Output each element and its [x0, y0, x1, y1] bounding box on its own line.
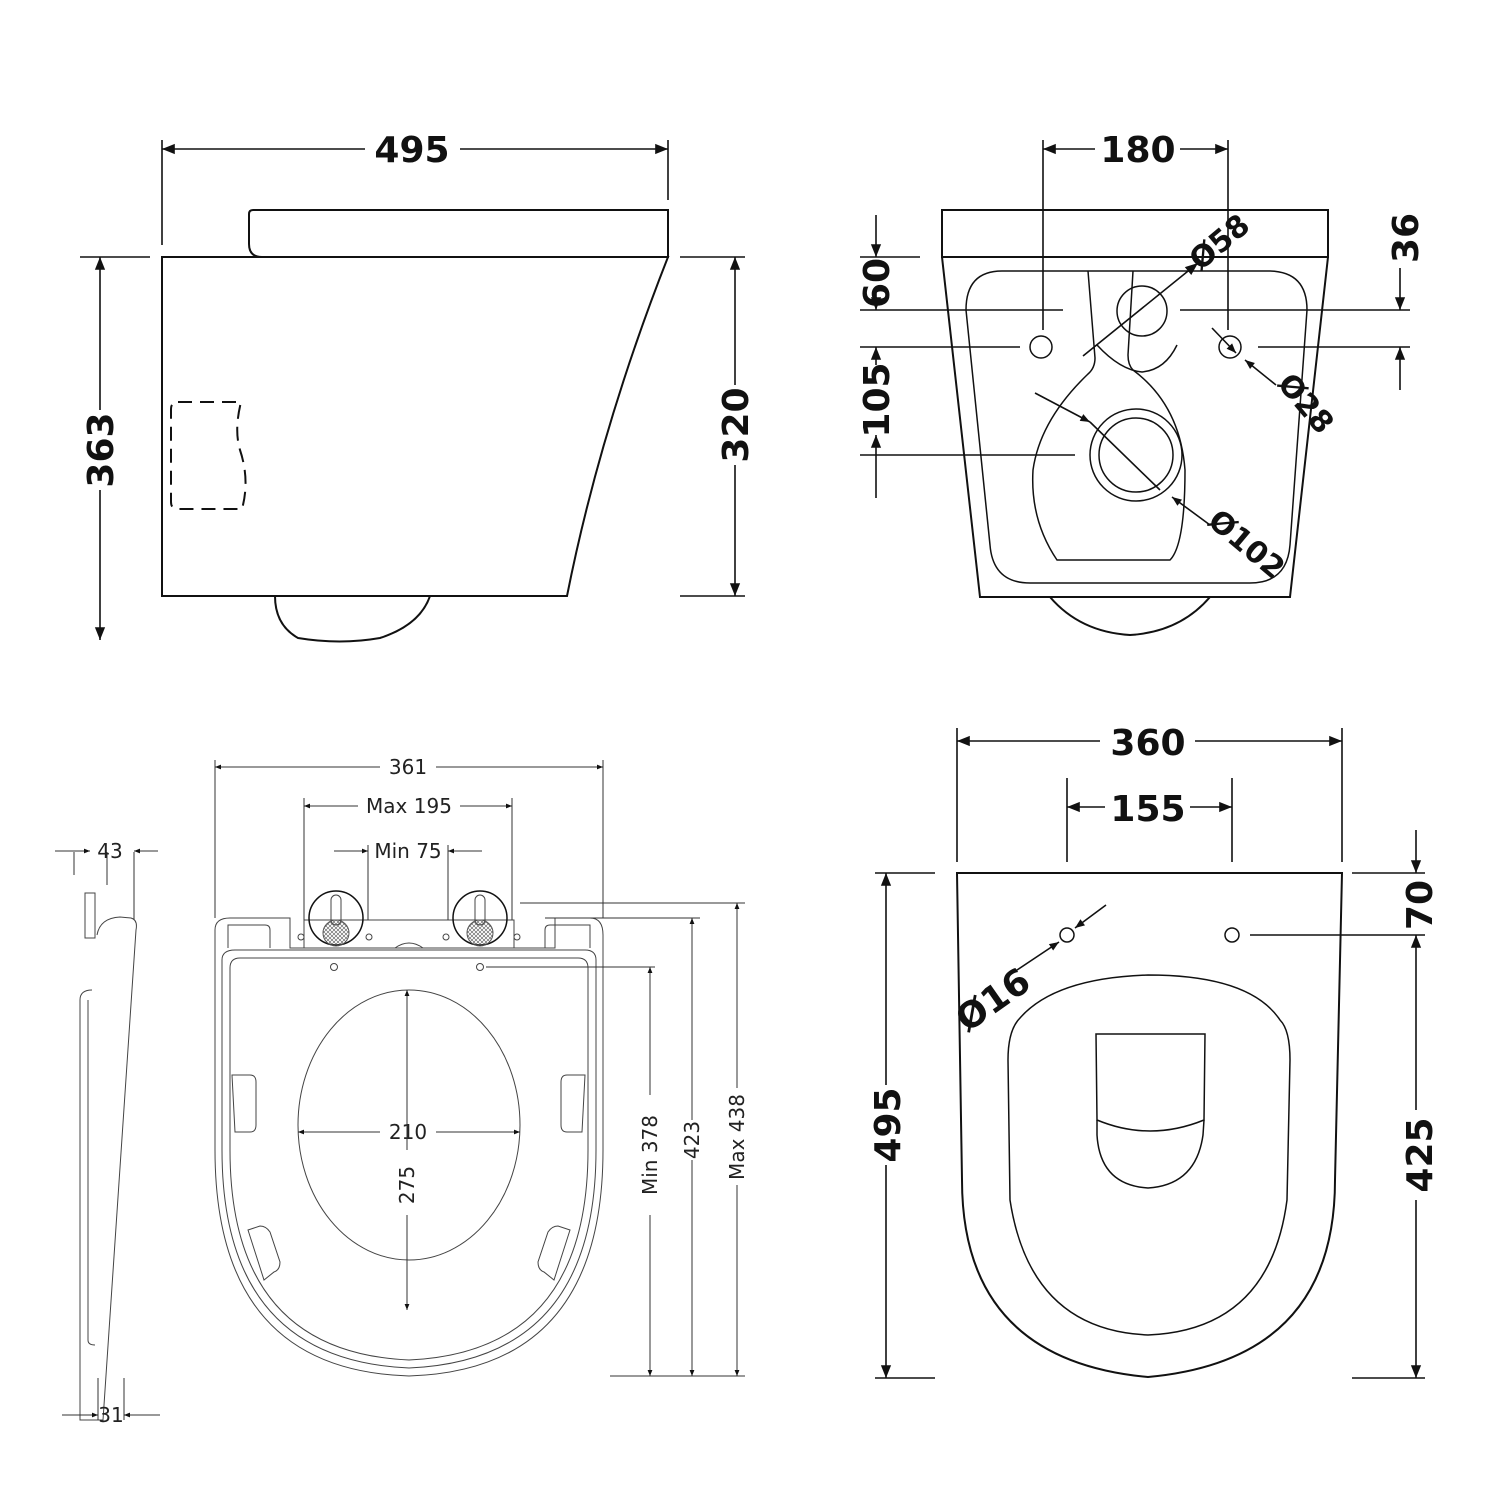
pan-plan-view: 360 155 495 70 425 Ø16: [868, 723, 1441, 1379]
side-length-label: 495: [374, 130, 449, 171]
hole-diameter-label: Ø16: [949, 961, 1039, 1041]
seat-side-profile: 43 31: [55, 839, 160, 1427]
seat-length-label: 423: [680, 1121, 704, 1159]
seat-plan-view: 361 Max 195 Min 75 210 275 Min 378 423: [214, 755, 749, 1377]
opening-length-label: 275: [395, 1166, 419, 1204]
side-elevation-view: 495 363 320: [80, 130, 757, 643]
seat-max-length-label: Max 438: [725, 1094, 749, 1180]
fixing-centres-label: 180: [1100, 130, 1175, 171]
seat-thickness-bottom-label: 31: [98, 1403, 123, 1427]
side-height-label: 363: [81, 412, 122, 487]
outlet-drop-label: 105: [857, 362, 898, 437]
fixing-diameter-label: Ø28: [1270, 367, 1340, 441]
pan-length-label: 495: [868, 1087, 909, 1162]
seat-thickness-top-label: 43: [97, 839, 122, 863]
hole-centres-label: 155: [1110, 789, 1185, 830]
hinge-left: [308, 890, 364, 947]
rear-elevation-view: 180 60 105 36 Ø58 Ø28 Ø102: [857, 130, 1427, 637]
seat-width-label: 361: [389, 755, 427, 779]
hole-from-back-label: 70: [1400, 880, 1441, 930]
opening-width-label: 210: [389, 1120, 427, 1144]
outlet-diameter-label: Ø102: [1201, 503, 1291, 586]
hinge-min-label: Min 75: [374, 839, 441, 863]
seat-min-length-label: Min 378: [638, 1115, 662, 1195]
fixing-drop-label: 36: [1386, 213, 1427, 263]
pan-height-label: 320: [716, 387, 757, 462]
hinge-right: [452, 890, 508, 947]
pan-width-label: 360: [1110, 723, 1185, 764]
inlet-offset-label: 60: [857, 258, 898, 308]
hinge-max-label: Max 195: [366, 794, 452, 818]
hole-to-front-label: 425: [1400, 1117, 1441, 1192]
